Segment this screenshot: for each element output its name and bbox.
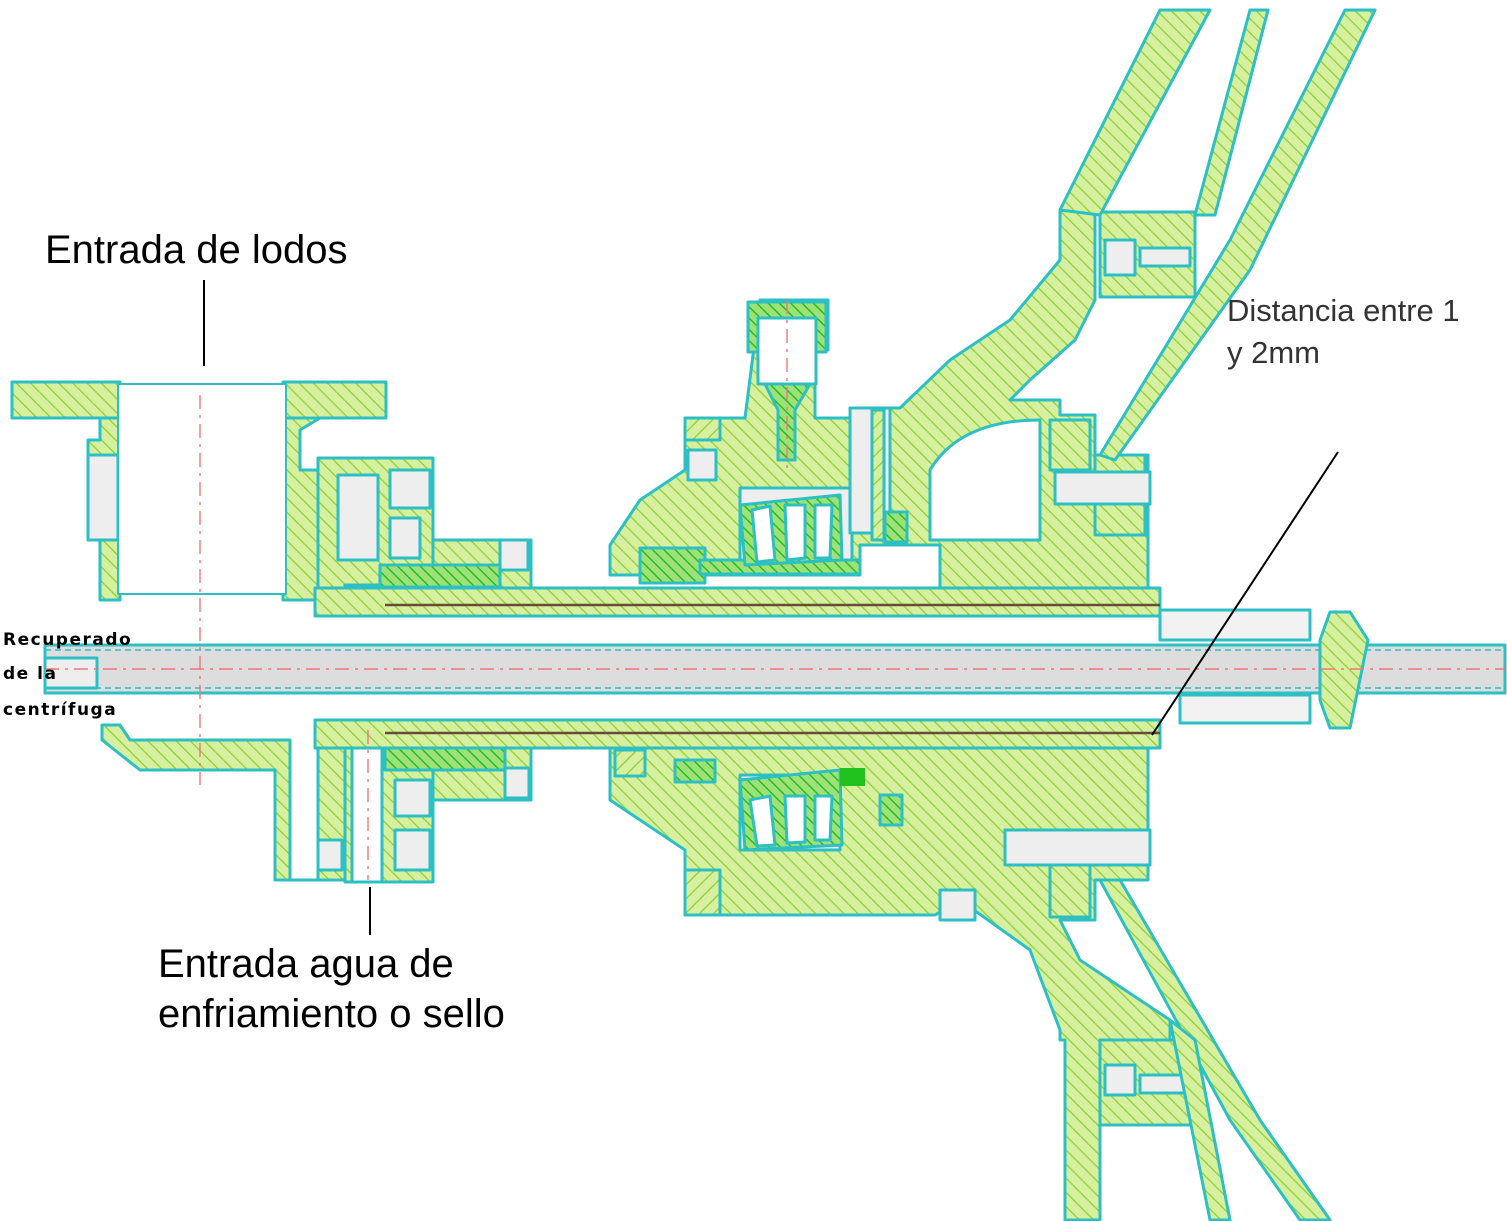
packing-gland-upper <box>316 456 533 609</box>
recovered-label-line1: Recuperado <box>3 630 133 650</box>
bearing-housing-upper <box>608 208 1197 590</box>
recovered-label-line3: centrífuga <box>3 700 118 720</box>
recovered-label-line2: de la <box>3 664 58 684</box>
bowl-wall-upper <box>1058 8 1377 462</box>
spherical-roller-bearing-upper <box>738 493 844 567</box>
bowl-wall-lower <box>1098 878 1332 1221</box>
gap-distance-label-line1: Distancia entre 1 <box>1227 293 1460 328</box>
water-inlet-label-line2: enfriamiento o sello <box>158 992 505 1036</box>
gap-distance-label-line2: y 2mm <box>1227 335 1320 370</box>
packing-gland-lower <box>343 726 533 884</box>
center-lines <box>45 300 1505 880</box>
inlet-flange-upper <box>10 380 388 602</box>
gap-leader <box>1151 451 1339 736</box>
spherical-roller-bearing-lower <box>738 768 865 852</box>
inlet-flange-lower <box>100 723 347 882</box>
sludge-inlet-label: Entrada de lodos <box>45 228 348 272</box>
water-inlet-label-line1: Entrada agua de <box>158 942 454 986</box>
shaft-gap-lines <box>385 603 1160 735</box>
bearing-housing-lower <box>608 746 1197 1221</box>
